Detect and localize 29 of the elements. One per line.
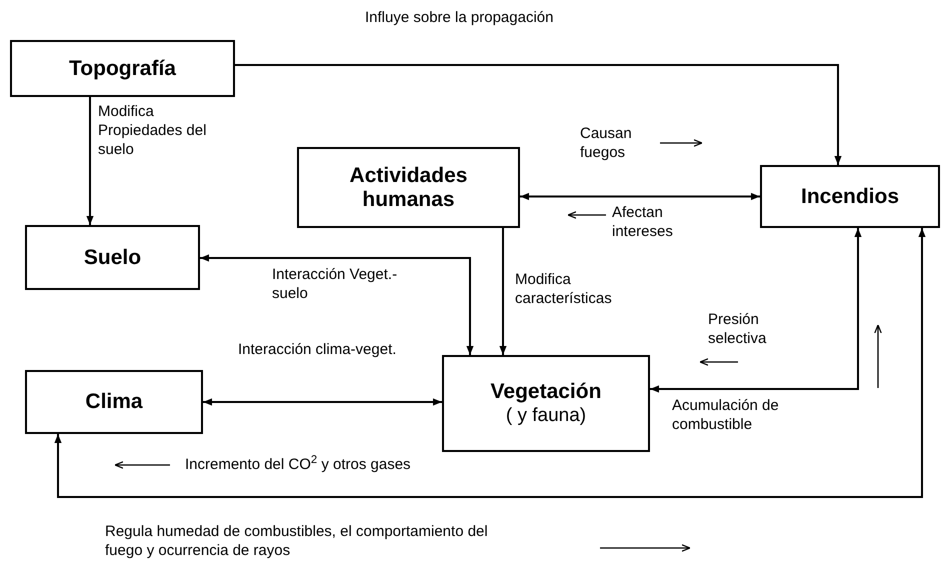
process-box [25,370,203,434]
arrow [499,228,507,355]
note-text: Incremento del CO$^{2}$ y otros gases [185,455,411,474]
arrow [200,254,474,355]
node-title: Vegetación [490,380,602,404]
edge-label: Interacción clima-veget. [238,340,396,359]
process-box [760,165,940,228]
node-title: Incendios [800,184,900,208]
node-title: Suelo [82,246,142,270]
note-text: Afectan intereses [612,203,674,241]
process-box [297,147,520,228]
arrow [54,228,926,498]
note-text: Regula humedad de combustibles, el comportamiento del fuego y ocurrencia de rayos [105,522,489,560]
node-title: Clima [84,390,144,414]
arrow [235,64,842,165]
arrow [203,398,442,406]
node-title: Actividades humanas [348,164,468,212]
node-title: Topografía [68,56,177,80]
note-text: Acumulación de combustible [672,396,780,434]
note-text: Presión selectiva [708,310,768,348]
process-box [10,40,235,97]
process-box [25,225,200,290]
edge-label: Influye sobre la propagación [365,8,554,27]
arrow [650,228,862,393]
arrow [520,192,760,200]
process-box [442,355,650,452]
arrow [86,97,94,225]
node-subtitle: ( y fauna) [506,404,586,428]
note-text: Causan fuegos [580,124,633,162]
